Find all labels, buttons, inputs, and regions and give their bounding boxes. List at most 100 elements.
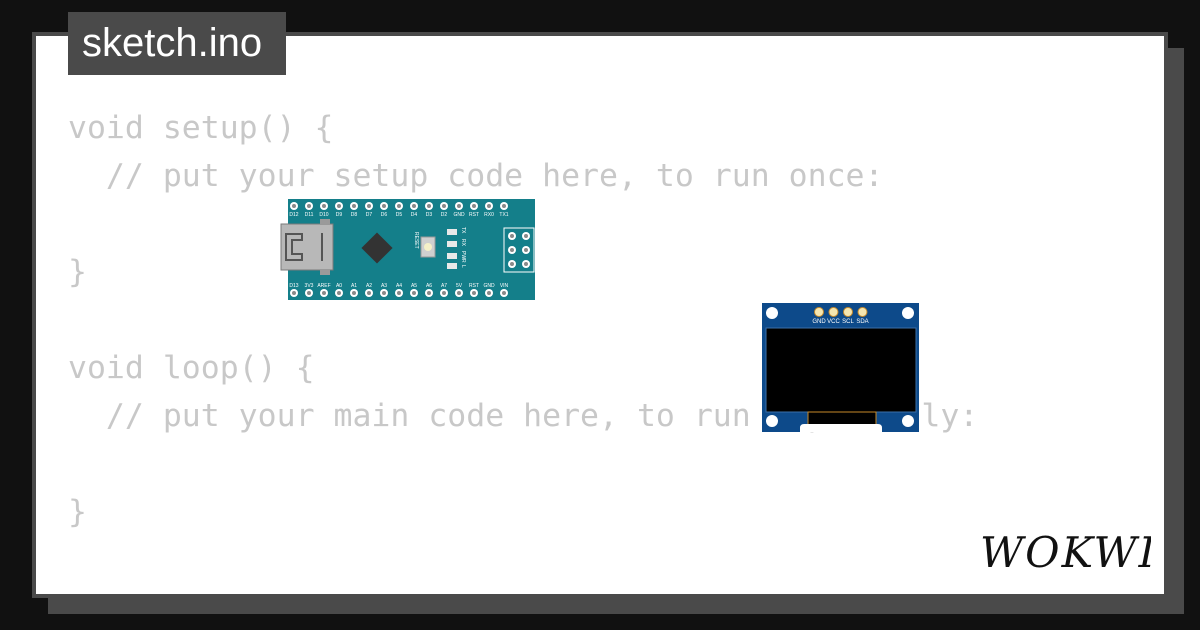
pin-hole (487, 204, 491, 208)
pin-label: D4 (411, 212, 418, 218)
pin-hole (457, 291, 461, 295)
pin-label: GND (483, 283, 495, 289)
code-line: } (68, 494, 87, 530)
pin-hole (292, 291, 296, 295)
icsp-pin-hole (510, 234, 514, 238)
pin-hole (427, 291, 431, 295)
pin-hole (352, 204, 356, 208)
pin-hole (412, 291, 416, 295)
pin-label: D5 (396, 212, 403, 218)
led-label-tx: TX (460, 227, 466, 234)
pin-label: RST (469, 283, 479, 289)
pin-hole (292, 204, 296, 208)
usb-connector-tab (320, 270, 330, 275)
oled-pin-scl[interactable] (843, 307, 853, 317)
pin-hole (472, 204, 476, 208)
pin-hole (382, 204, 386, 208)
icsp-pins (508, 232, 530, 268)
pin-label: D8 (351, 212, 358, 218)
pin-hole (442, 204, 446, 208)
pin-label: A4 (396, 283, 402, 289)
pin-hole (397, 291, 401, 295)
wokwi-logo-text: WOKWI (980, 528, 1151, 575)
reset-button-cap (424, 243, 432, 251)
led-l (447, 263, 457, 269)
mount-hole (902, 415, 914, 427)
pin-label: AREF (317, 283, 330, 289)
pin-hole (442, 291, 446, 295)
icsp-pin-hole (524, 248, 528, 252)
pin-label: VIN (500, 283, 509, 289)
pin-hole (307, 204, 311, 208)
oled-screen (765, 327, 917, 413)
oled-ribbon (807, 411, 877, 427)
icsp-pin-hole (524, 234, 528, 238)
pin-label: A0 (336, 283, 342, 289)
oled-pin-label: SDA (856, 319, 868, 325)
pin-label: A1 (351, 283, 357, 289)
oled-pin-label: VCC (827, 319, 840, 325)
pin-hole (352, 291, 356, 295)
pin-label: D7 (366, 212, 373, 218)
led-rx (447, 241, 457, 247)
pin-label: A5 (411, 283, 417, 289)
pin-label: TX1 (499, 212, 508, 218)
code-line: // put your setup code here, to run once… (68, 158, 884, 194)
led-tx (447, 229, 457, 235)
pin-hole (502, 291, 506, 295)
pin-hole (412, 204, 416, 208)
pin-label: D12 (289, 212, 298, 218)
pin-hole (367, 204, 371, 208)
pin-label: D3 (426, 212, 433, 218)
pin-label: RST (469, 212, 479, 218)
oled-pin-label: GND (812, 319, 826, 325)
icsp-header (503, 227, 535, 273)
oled-pin-label: SCL (842, 319, 854, 325)
pin-label: 3V3 (305, 283, 314, 289)
wokwi-logo: WOKWI (980, 528, 1151, 575)
pin-label: D11 (305, 212, 314, 218)
file-tab[interactable]: sketch.ino (68, 12, 286, 75)
microcontroller-chip (361, 232, 393, 264)
pin-label: A6 (426, 283, 432, 289)
pin-hole (337, 291, 341, 295)
usb-connector-tab (320, 219, 330, 224)
led-label-pwr: PWR (460, 251, 466, 263)
code-line: } (68, 254, 87, 290)
pin-label: D2 (441, 212, 448, 218)
pin-hole (337, 204, 341, 208)
reset-label: RESET (413, 232, 419, 249)
usb-port-shape (285, 233, 303, 261)
oled-pin-vcc[interactable] (828, 307, 839, 317)
mount-hole (766, 415, 778, 427)
led-label-rx: RX (460, 239, 466, 247)
code-line: void setup() { (68, 110, 334, 146)
pin-hole (487, 291, 491, 295)
mount-hole (766, 307, 778, 319)
pin-label: D6 (381, 212, 388, 218)
oled-pin-sda[interactable] (857, 307, 868, 317)
usb-connector (280, 223, 334, 271)
pin-hole (382, 291, 386, 295)
led-label-l: L (460, 265, 466, 268)
pin-hole (322, 291, 326, 295)
pin-hole (427, 204, 431, 208)
pin-hole (457, 204, 461, 208)
pin-label: D9 (336, 212, 343, 218)
oled-pin-gnd[interactable] (814, 307, 824, 317)
pin-label: A3 (381, 283, 387, 289)
oled-cutout (800, 424, 882, 432)
pin-label: D13 (289, 283, 298, 289)
icsp-pin-hole (524, 262, 528, 266)
pin-hole (397, 204, 401, 208)
code-editor[interactable]: void setup() { // put your setup code he… (68, 104, 978, 536)
pin-label: 5V (456, 283, 463, 289)
pin-hole (472, 291, 476, 295)
mount-hole (902, 307, 914, 319)
pin-label: GND (453, 212, 465, 218)
